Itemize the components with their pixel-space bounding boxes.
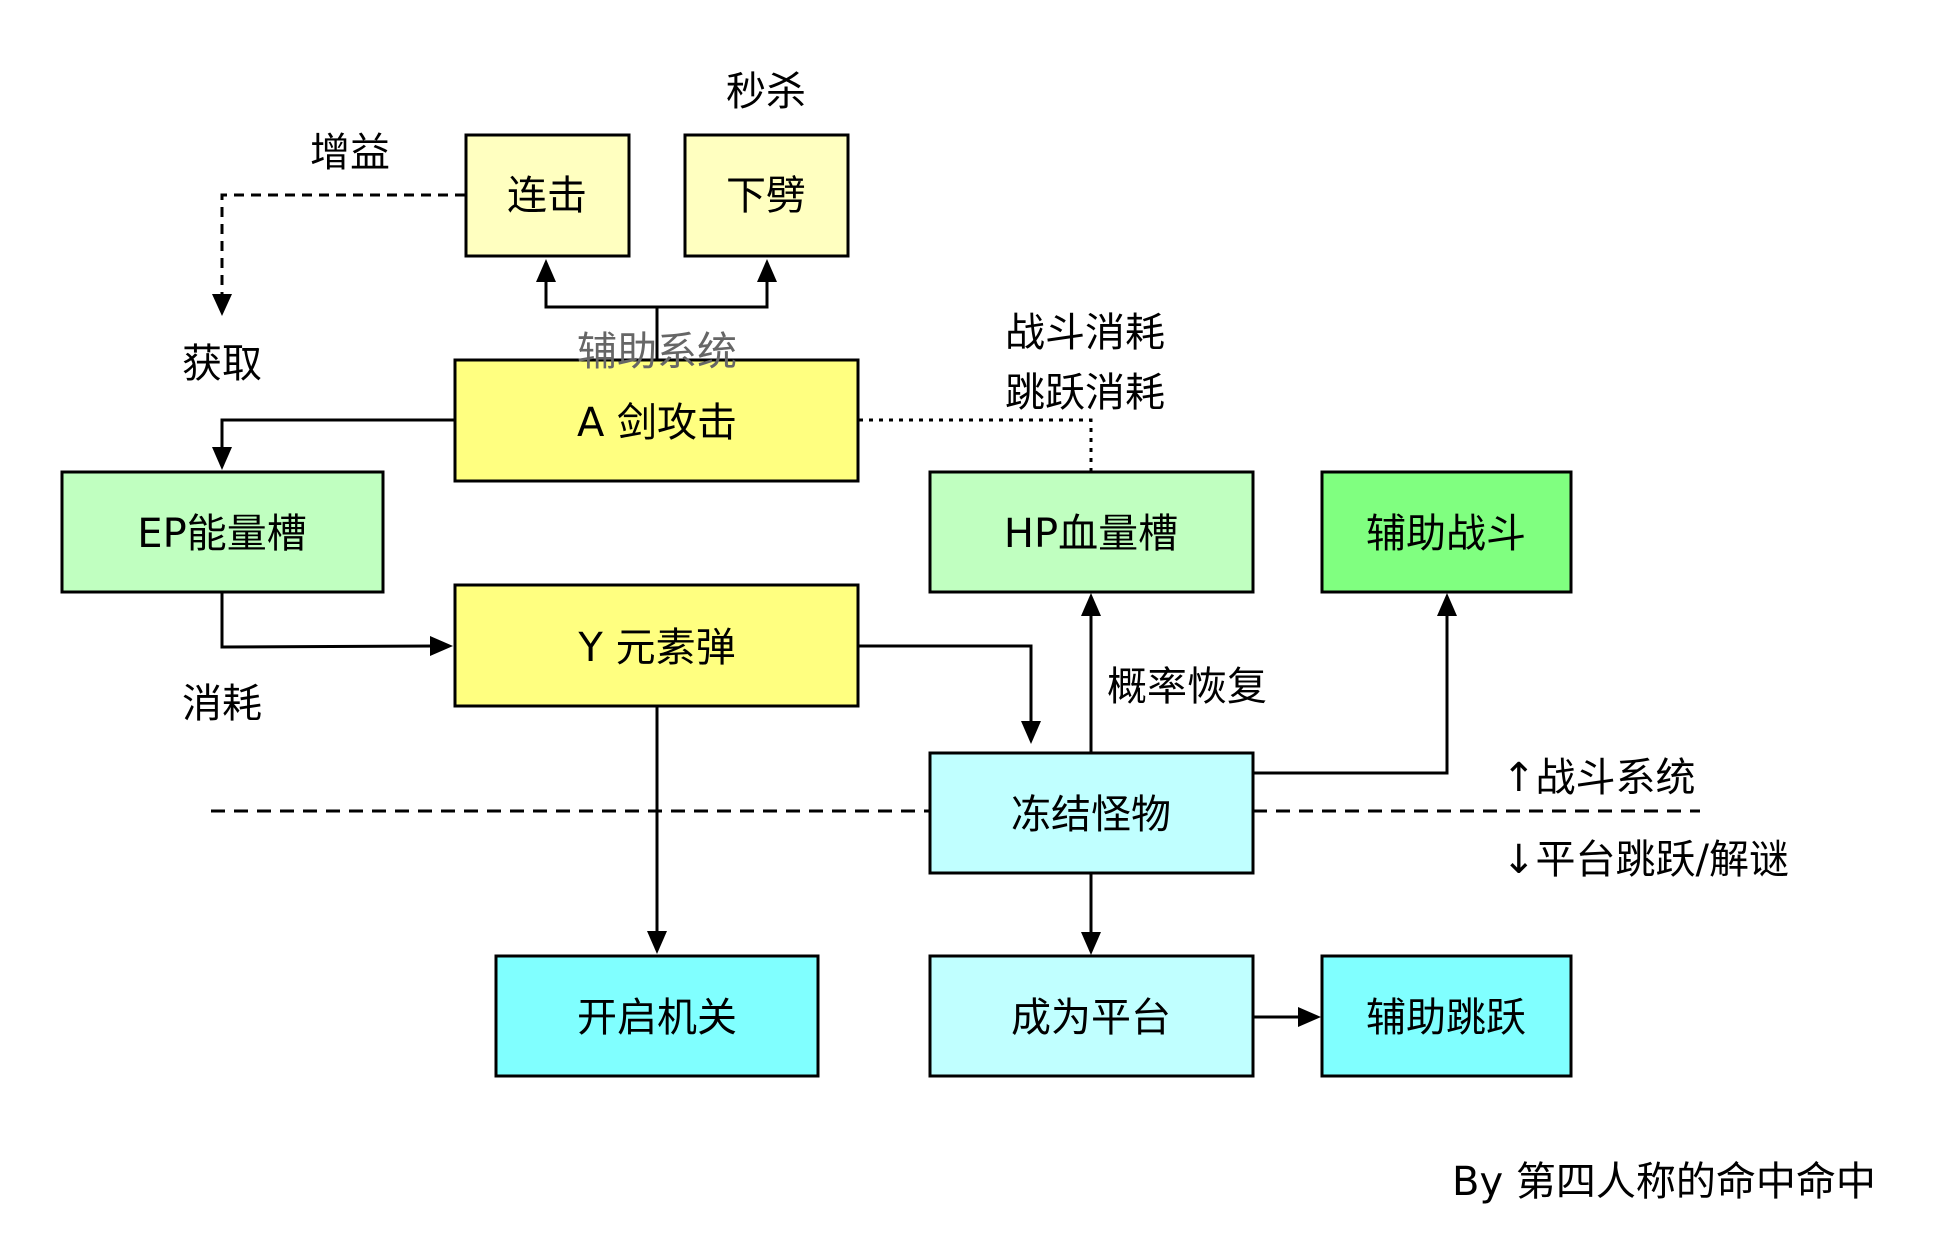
arrowhead-switch <box>647 931 667 954</box>
arrowhead-y <box>430 636 453 656</box>
edge-combo-to-obtain <box>220 193 465 300</box>
arrowhead-assist-jump <box>1298 1007 1321 1027</box>
node-become-platform-label: 成为平台 <box>1011 995 1171 1041</box>
edge-attack-to-hp-dotted <box>859 418 1093 471</box>
node-a-attack: A 剑攻击 <box>453 358 860 483</box>
label-credit: By 第四人称的命中命中 <box>1452 1159 1876 1205</box>
arrowhead-hp <box>1081 593 1101 616</box>
node-become-platform: 成为平台 <box>928 954 1255 1078</box>
node-a-attack-label: A 剑攻击 <box>577 400 737 446</box>
arrowhead-obtain <box>212 294 232 316</box>
label-jump-cost: 跳跃消耗 <box>1005 370 1165 416</box>
edge-y-to-freeze <box>858 644 1033 726</box>
label-chance-recover: 概率恢复 <box>1107 664 1267 710</box>
label-platform-puzzle: ↓平台跳跃/解谜 <box>1502 837 1789 883</box>
node-combo-label: 连击 <box>507 173 587 219</box>
arrowhead-freeze <box>1021 721 1041 744</box>
node-freeze-monster-box <box>928 751 1255 875</box>
node-y-elemental-label: Y 元素弹 <box>577 625 735 671</box>
label-buff: 增益 <box>310 130 390 176</box>
label-instant-kill: 秒杀 <box>726 69 806 115</box>
node-assist-jump: 辅助跳跃 <box>1320 954 1573 1078</box>
node-down-slash-label: 下劈 <box>726 173 806 219</box>
label-consume: 消耗 <box>182 681 262 727</box>
edge-split-to-down-slash <box>657 276 769 309</box>
node-down-slash-box <box>683 133 850 258</box>
arrowhead-platform <box>1081 932 1101 955</box>
edge-ep-to-y <box>220 592 437 649</box>
node-ep-gauge-box <box>60 470 385 594</box>
node-assist-combat-box <box>1320 470 1573 594</box>
node-assist-combat-label: 辅助战斗 <box>1366 511 1526 557</box>
node-assist-jump-label: 辅助跳跃 <box>1366 995 1526 1041</box>
edge-split-to-combo <box>544 276 657 309</box>
edge-attack-to-ep <box>220 418 454 452</box>
edge-freeze-to-assist-combat <box>1253 610 1449 775</box>
node-assist-combat: 辅助战斗 <box>1320 470 1573 594</box>
arrowhead-combo <box>536 259 556 282</box>
node-ep-gauge: EP能量槽 <box>60 470 385 594</box>
node-hp-gauge-box <box>928 470 1255 594</box>
label-combat-cost: 战斗消耗 <box>1005 310 1165 356</box>
node-combo: 连击 <box>464 133 631 258</box>
node-y-elemental-box <box>453 583 860 708</box>
node-a-attack-box <box>453 358 860 483</box>
node-open-switch-label: 开启机关 <box>577 995 737 1041</box>
node-hp-gauge: HP血量槽 <box>928 470 1255 594</box>
node-assist-jump-box <box>1320 954 1573 1078</box>
label-assist-system: 辅助系统 <box>577 329 737 375</box>
node-open-switch: 开启机关 <box>494 954 820 1078</box>
arrowhead-ep <box>212 447 232 470</box>
node-hp-gauge-label: HP血量槽 <box>1004 511 1178 557</box>
arrowhead-down-slash <box>757 259 777 282</box>
node-open-switch-box <box>494 954 820 1078</box>
node-down-slash: 下劈 <box>683 133 850 258</box>
node-freeze-monster-label: 冻结怪物 <box>1011 792 1171 838</box>
node-y-elemental: Y 元素弹 <box>453 583 860 708</box>
label-combat-system: ↑战斗系统 <box>1502 755 1696 801</box>
arrowhead-assist-combat <box>1437 593 1457 616</box>
node-become-platform-box <box>928 954 1255 1078</box>
node-freeze-monster: 冻结怪物 <box>928 751 1255 875</box>
node-combo-box <box>464 133 631 258</box>
node-ep-gauge-label: EP能量槽 <box>137 511 306 557</box>
label-obtain: 获取 <box>182 341 262 387</box>
